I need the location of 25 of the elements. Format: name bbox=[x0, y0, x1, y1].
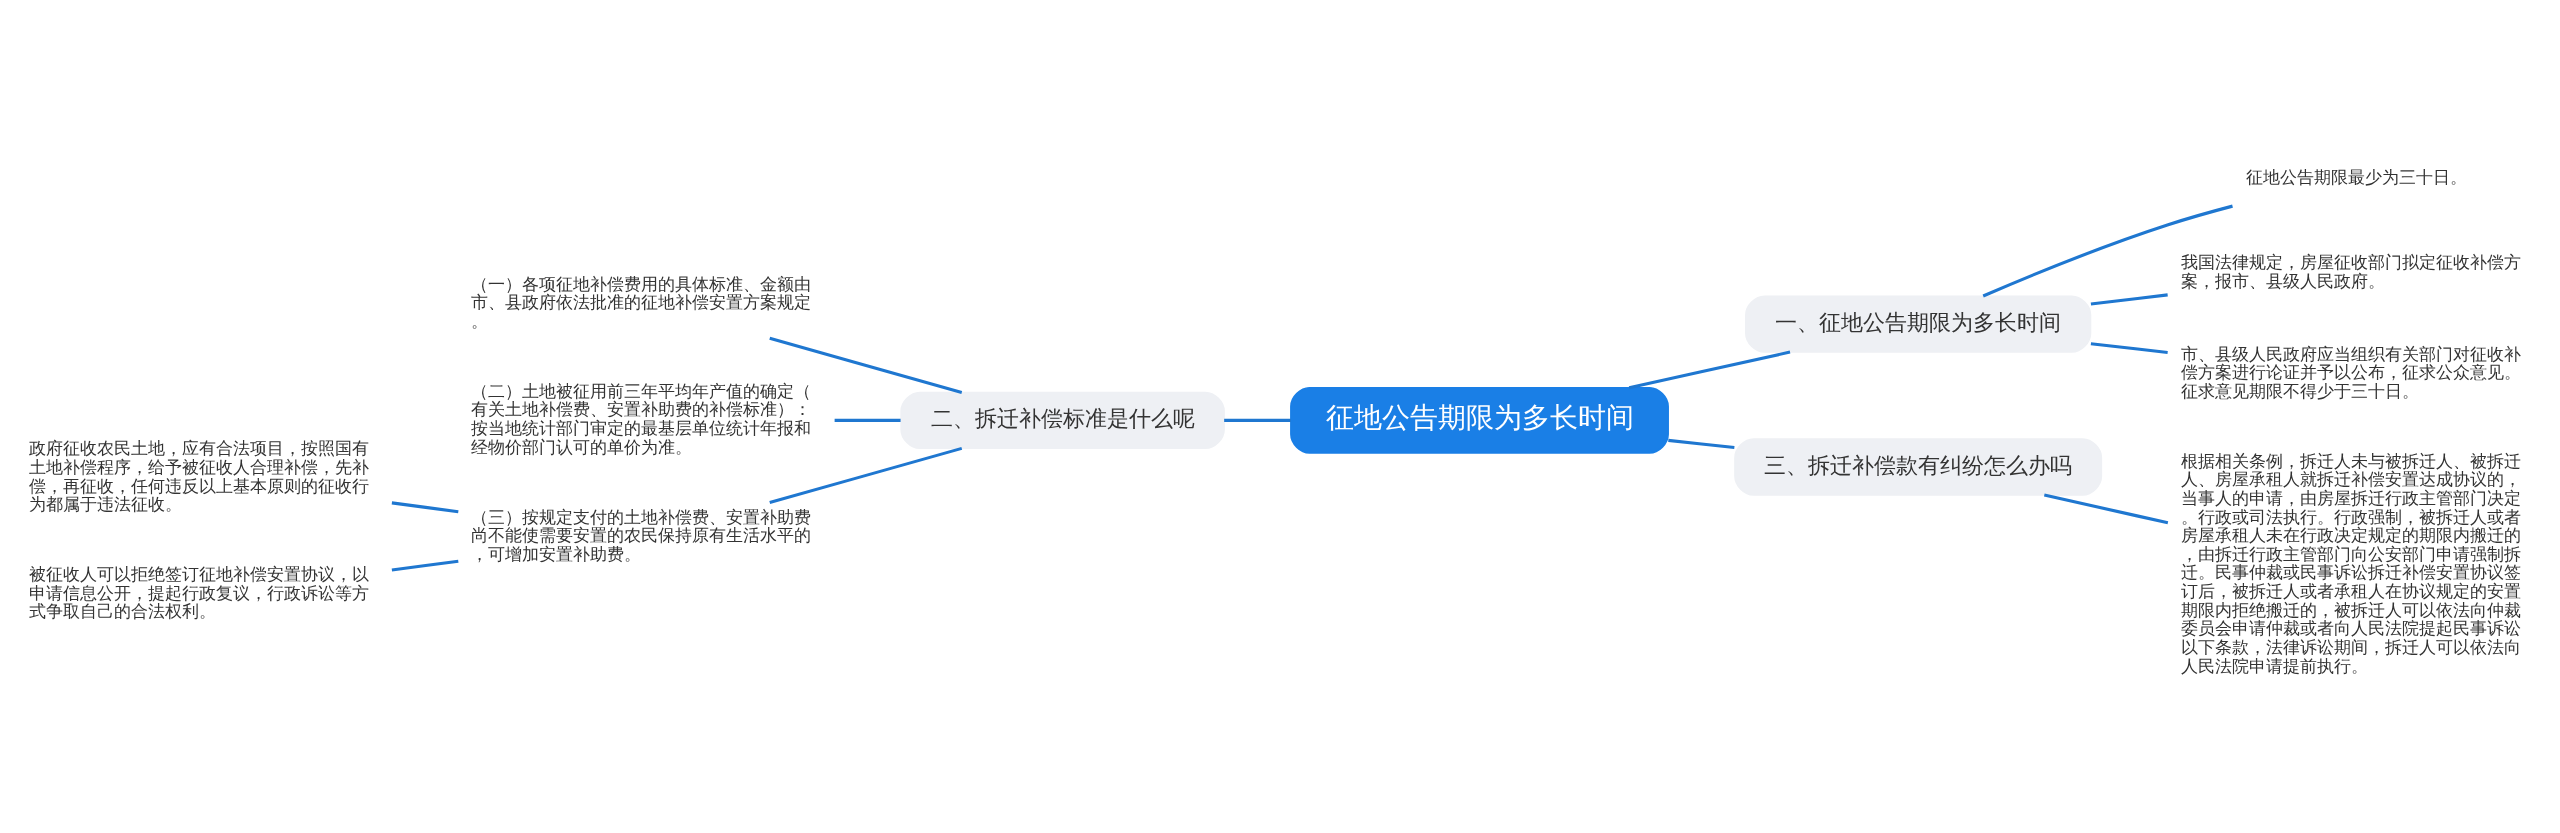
connector bbox=[769, 336, 963, 394]
node-box: 一、征地公告期限为多长时间 bbox=[1745, 295, 2092, 353]
node-box: 二、拆迁补偿标准是什么呢 bbox=[900, 391, 1225, 450]
node-text: （二）土地被征用前三年平均年产值的确定（有关土地补偿费、安置补助费的补偿标准）：按当地统计部门审定的最基层单位统计年报和经物价部门认可的单价为准。 bbox=[471, 380, 812, 457]
connector bbox=[1982, 204, 2233, 298]
node-text: （三）按规定支付的土地补偿费、安置补助费尚不能使需要安置的农民保持原有生活水平的，可增加安置补助费。 bbox=[471, 506, 812, 564]
node-box: 三、拆迁补偿款有纠纷怎么办吗 bbox=[1734, 438, 2103, 496]
node-text: 市、县级人民政府应当组织有关部门对征收补偿方案进行论证并予以公布，征求公众意见。征求意见期限不得少于三十日。 bbox=[2180, 343, 2521, 401]
connector bbox=[2090, 293, 2168, 306]
connector bbox=[2043, 493, 2169, 525]
connector bbox=[769, 446, 963, 504]
node-text: 被征收人可以拒绝签订征地补偿安置协议，以申请信息公开，提起行政复议，行政诉讼等方式争取自己的合法权利。 bbox=[28, 564, 369, 622]
connector bbox=[1668, 438, 1735, 450]
node-text: 政府征收农民土地，应有合法项目，按照国有土地补偿程序，给予被征收人合理补偿，先补偿，再征收，任何违反以上基本原则的征收行为都属于违法征收。 bbox=[28, 438, 369, 515]
connector bbox=[2090, 342, 2168, 354]
node-text: （一）各项征地补偿费用的具体标准、金额由市、县政府依法批准的征地补偿安置方案规定。 bbox=[471, 273, 812, 331]
connector bbox=[391, 501, 459, 514]
node-text: 我国法律规定，房屋征收部门拟定征收补偿方案，报市、县级人民政府。 bbox=[2180, 251, 2521, 291]
node-text: 根据相关条例，拆迁人未与被拆迁人、被拆迁人、房屋承租人就拆迁补偿安置达成协议的，当事人的申请，由房屋拆迁行政主管部门决定。行政或司法执行。行政强制，被拆迁人或者房屋承租人未在行政决定规定的期限内搬迁的，由拆迁行政主管部门向公安部门申请强制拆迁。民事仲裁或民事诉讼拆迁补偿安置协议签订后，被拆迁人或者承租人在协议规定的安置期限内拒绝搬迁的，被拆迁人可以依法向仲裁委员会申请仲裁或者向人民法院提起民事诉讼以下条款，法律诉讼期间，拆迁人可以依法向人民法院申请提前执行。 bbox=[2180, 450, 2521, 676]
connector bbox=[1628, 350, 1791, 390]
connector bbox=[1224, 418, 1291, 422]
node-box: 征地公告期限为多长时间 bbox=[1290, 387, 1669, 454]
connector bbox=[391, 559, 459, 572]
connector bbox=[834, 418, 901, 422]
node-text: 征地公告期限最少为三十日。 bbox=[2245, 166, 2467, 187]
